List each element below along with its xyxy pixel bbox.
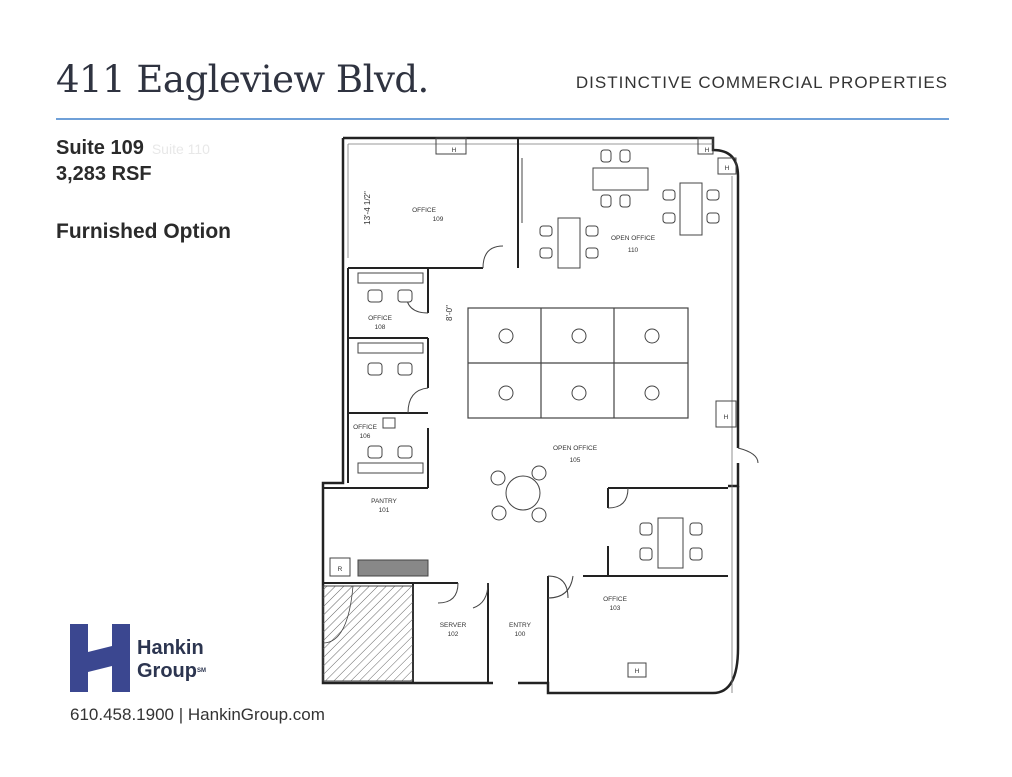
room-labels: OFFICE 109 OPEN OFFICE 110 OFFICE 108 OF… bbox=[338, 147, 730, 675]
floor-plan: OFFICE 109 OPEN OFFICE 110 OFFICE 108 OF… bbox=[321, 136, 759, 695]
room-label-office-103: OFFICE bbox=[603, 596, 627, 603]
hydrant-marker: H bbox=[635, 668, 640, 675]
room-number-office-106: 106 bbox=[360, 433, 371, 440]
room-number-office-109: 109 bbox=[433, 216, 444, 223]
room-label-office-106: OFFICE bbox=[353, 424, 377, 431]
room-label-open-office-110: OPEN OFFICE bbox=[611, 235, 656, 242]
room-number-office-103: 103 bbox=[610, 605, 621, 612]
tagline: DISTINCTIVE COMMERCIAL PROPERTIES bbox=[575, 73, 948, 92]
hydrant-marker: H bbox=[705, 147, 710, 154]
dimension-corridor-width: 8'-0" bbox=[445, 305, 454, 321]
property-title: 411 Eagleview Blvd. bbox=[56, 58, 429, 101]
refrigerator-marker: R bbox=[338, 566, 343, 573]
room-number-pantry-101: 101 bbox=[379, 507, 390, 514]
brand-name: Hankin GroupSM bbox=[137, 637, 206, 682]
hydrant-marker: H bbox=[724, 414, 729, 421]
room-number-open-office-105: 105 bbox=[570, 457, 581, 464]
contact-line: 610.458.1900 | HankinGroup.com bbox=[70, 705, 325, 725]
room-label-server-102: SERVER bbox=[440, 622, 467, 629]
room-label-office-108: OFFICE bbox=[368, 315, 392, 322]
suite-alt-name: Suite 110 bbox=[151, 141, 210, 157]
room-label-office-109: OFFICE bbox=[412, 207, 436, 214]
hydrant-marker: H bbox=[452, 147, 457, 154]
room-label-open-office-105: OPEN OFFICE bbox=[553, 445, 598, 452]
room-label-entry-100: ENTRY bbox=[509, 622, 532, 629]
room-number-server-102: 102 bbox=[448, 631, 459, 638]
hankin-logo-icon bbox=[70, 624, 130, 692]
suite-name: Suite 109 bbox=[56, 137, 144, 159]
dimension-office-109-depth: 13'-4 1/2" bbox=[363, 191, 372, 225]
room-number-entry-100: 100 bbox=[515, 631, 526, 638]
suite-area: 3,283 RSF bbox=[56, 163, 152, 185]
hydrant-marker: H bbox=[725, 165, 730, 172]
room-number-office-108: 108 bbox=[375, 324, 386, 331]
header-divider bbox=[56, 118, 949, 120]
contact-website[interactable]: HankinGroup.com bbox=[187, 705, 325, 724]
contact-separator: | bbox=[178, 705, 184, 724]
room-number-open-office-110: 110 bbox=[628, 247, 639, 254]
suite-info: Suite 109 Suite 110 3,283 RSF bbox=[56, 136, 210, 187]
contact-phone: 610.458.1900 bbox=[70, 705, 174, 724]
furnished-option: Furnished Option bbox=[56, 220, 231, 243]
room-label-pantry-101: PANTRY bbox=[371, 498, 397, 505]
